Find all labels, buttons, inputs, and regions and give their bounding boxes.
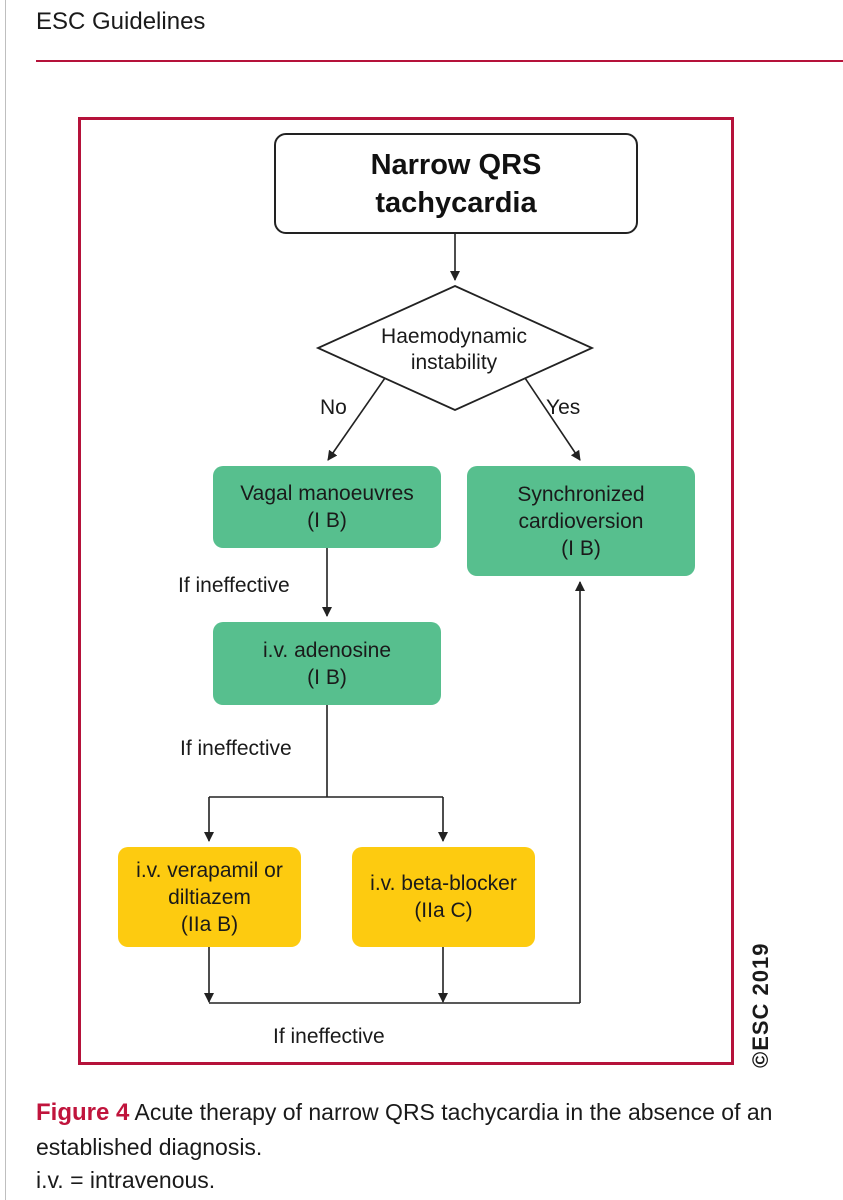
abbreviation-note: i.v. = intravenous.	[36, 1167, 216, 1193]
arrow-yes-branch	[524, 377, 581, 461]
decision-diamond	[315, 285, 595, 411]
cardio-line-1: Synchronized	[517, 482, 645, 506]
beta-blocker-line-2: (IIa C)	[414, 899, 473, 922]
figure-label: Figure 4	[36, 1099, 130, 1126]
figure-frame	[78, 117, 734, 1065]
start-node-narrow-qrs-tachycardia: Narrow QRS tachycardia	[274, 133, 638, 234]
node-synchronized-cardioversion: Synchronized cardioversion (I B)	[467, 466, 695, 576]
branch-yes-label: Yes	[546, 396, 581, 419]
figure-caption: Figure 4 Acute therapy of narrow QRS tac…	[36, 1095, 836, 1164]
cardio-line-3: (I B)	[561, 536, 601, 560]
node-iv-beta-blocker: i.v. beta-blocker (IIa C)	[352, 847, 535, 947]
adenosine-line-1: i.v. adenosine	[262, 638, 392, 662]
branch-no-label: No	[320, 396, 347, 419]
start-line-1: Narrow QRS	[370, 148, 542, 181]
beta-blocker-line-1: i.v. beta-blocker	[370, 872, 517, 895]
figure-caption-text: Acute therapy of narrow QRS tachycardia …	[36, 1099, 773, 1160]
running-head: ESC Guidelines	[36, 8, 206, 35]
node-iv-adenosine: i.v. adenosine (I B)	[213, 622, 441, 705]
node-vagal-manoeuvres: Vagal manoeuvres (I B)	[213, 466, 441, 548]
verapamil-line-3: (IIa B)	[180, 912, 239, 936]
if-ineffective-label-1: If ineffective	[178, 574, 290, 597]
if-ineffective-label-3: If ineffective	[273, 1025, 385, 1048]
verapamil-line-2: diltiazem	[168, 885, 251, 909]
if-ineffective-label-2: If ineffective	[180, 737, 292, 760]
arrow-no-branch	[327, 377, 386, 461]
decision-label: Haemodynamic instability	[356, 324, 552, 376]
start-line-2: tachycardia	[375, 186, 537, 219]
header-rule	[36, 60, 843, 62]
verapamil-line-1: i.v. verapamil or	[136, 858, 283, 882]
cardio-line-2: cardioversion	[518, 509, 644, 533]
decision-line-1: Haemodynamic	[381, 325, 527, 348]
decision-line-2: instability	[410, 351, 498, 374]
adenosine-line-2: (I B)	[307, 665, 347, 689]
copyright-notice: ©ESC 2019	[748, 942, 773, 1069]
vagal-line-2: (I B)	[307, 509, 347, 532]
page-margin-line	[5, 0, 6, 1200]
node-iv-verapamil-or-diltiazem: i.v. verapamil or diltiazem (IIa B)	[118, 847, 301, 947]
vagal-line-1: Vagal manoeuvres	[240, 482, 414, 505]
